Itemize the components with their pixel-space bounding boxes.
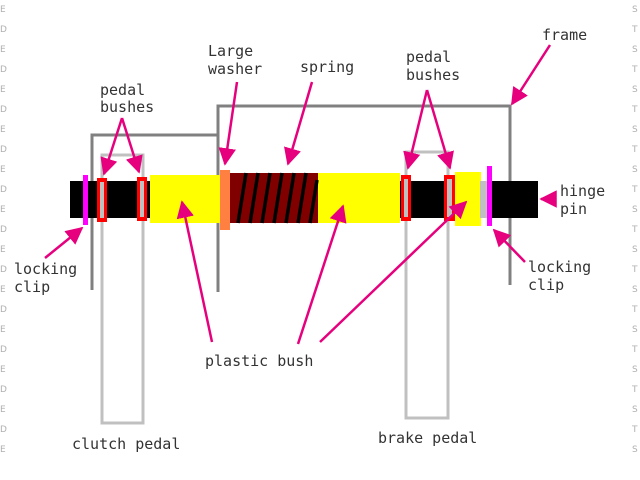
watermark-glyph: T [632, 25, 638, 35]
label-plastic-bush: plastic bush [205, 352, 313, 370]
arrow-plastic-bush-left [176, 200, 214, 343]
watermark-glyph: T [632, 225, 638, 235]
arrow-spring [284, 81, 314, 166]
label-frame: frame [542, 26, 587, 44]
pedal-bush-2 [137, 177, 147, 221]
label-pedal-bushes-right: pedal bushes [406, 48, 460, 84]
watermark-glyph: T [632, 105, 638, 115]
large-washer [220, 170, 230, 230]
locking-clip-right [487, 166, 492, 226]
watermark-glyph: T [632, 265, 638, 275]
watermark-glyph: D [0, 105, 7, 115]
label-locking-clip-right: locking clip [528, 258, 600, 294]
label-brake-pedal: brake pedal [378, 429, 477, 447]
frame-left-bracket [90, 133, 218, 290]
watermark-glyph: E [0, 205, 6, 215]
watermark-glyph: T [632, 65, 638, 75]
label-clutch-pedal: clutch pedal [72, 435, 180, 453]
arrow-plastic-bush-right [319, 200, 468, 343]
watermark-glyph: E [0, 45, 6, 55]
watermark-glyph: S [632, 85, 638, 95]
arrow-locking-clip-left [44, 226, 84, 259]
arrow-pedal-bush-1 [100, 117, 124, 176]
arrow-pedal-bush-3 [403, 89, 429, 170]
watermark-glyph: T [632, 425, 638, 435]
arrow-pedal-bush-4 [425, 89, 454, 170]
locking-clip-left [83, 175, 88, 225]
watermark-glyph: D [0, 345, 7, 355]
watermark-glyph: D [0, 25, 7, 35]
clutch-pedal [100, 153, 145, 425]
brake-pedal [404, 150, 450, 420]
watermark-glyph: E [0, 165, 6, 175]
watermark-glyph: S [632, 5, 638, 15]
watermark-glyph: D [0, 265, 7, 275]
watermark-glyph: E [0, 325, 6, 335]
arrow-locking-clip-right [492, 228, 526, 263]
watermark-glyph: S [632, 165, 638, 175]
watermark-glyph: D [0, 225, 7, 235]
watermark-glyph: S [632, 285, 638, 295]
watermark-glyph: S [632, 365, 638, 375]
watermark-glyph: E [0, 405, 6, 415]
watermark-glyph: E [0, 445, 6, 455]
watermark-glyph: S [632, 405, 638, 415]
arrow-large-washer [218, 81, 239, 166]
watermark-glyph: T [632, 345, 638, 355]
callout-arrows [44, 44, 557, 345]
label-spring: spring [300, 58, 354, 76]
watermark-glyph: D [0, 185, 7, 195]
watermark-glyph: E [0, 85, 6, 95]
watermark-glyph: E [0, 285, 6, 295]
plastic-bush-right [455, 172, 481, 226]
watermark-glyph: T [632, 385, 638, 395]
watermark-glyph: S [632, 205, 638, 215]
watermark-glyph: E [0, 125, 6, 135]
watermark-glyph: T [632, 185, 638, 195]
watermark-glyph: E [0, 365, 6, 375]
watermark-glyph: S [632, 125, 638, 135]
watermark-glyph: T [632, 145, 638, 155]
watermark-glyph: D [0, 385, 7, 395]
arrow-frame [510, 44, 552, 106]
arrow-pedal-bush-2 [120, 117, 143, 174]
label-hinge-pin: hinge pin [560, 182, 614, 218]
watermark-glyph: D [0, 145, 7, 155]
pedal-bush-4 [444, 175, 455, 221]
watermark-glyph: S [632, 325, 638, 335]
watermark-glyph: S [632, 245, 638, 255]
watermark-glyph: E [0, 245, 6, 255]
arrow-plastic-bush-middle [296, 204, 347, 345]
watermark-glyph: D [0, 65, 7, 75]
watermark-glyph: S [632, 445, 638, 455]
spring [230, 172, 319, 224]
label-pedal-bushes-left: pedal bushes [100, 81, 154, 116]
pedal-bush-3 [401, 175, 411, 221]
watermark-glyph: D [0, 305, 7, 315]
watermark-glyph: D [0, 425, 7, 435]
plastic-bush-middle [318, 173, 400, 223]
watermark-glyph: E [0, 5, 6, 15]
label-large-washer: Large washer [208, 42, 262, 78]
watermark-glyph: T [632, 305, 638, 315]
pedal-bush-1 [97, 178, 107, 222]
watermark-glyph: S [632, 45, 638, 55]
label-locking-clip-left: locking clip [14, 260, 86, 296]
